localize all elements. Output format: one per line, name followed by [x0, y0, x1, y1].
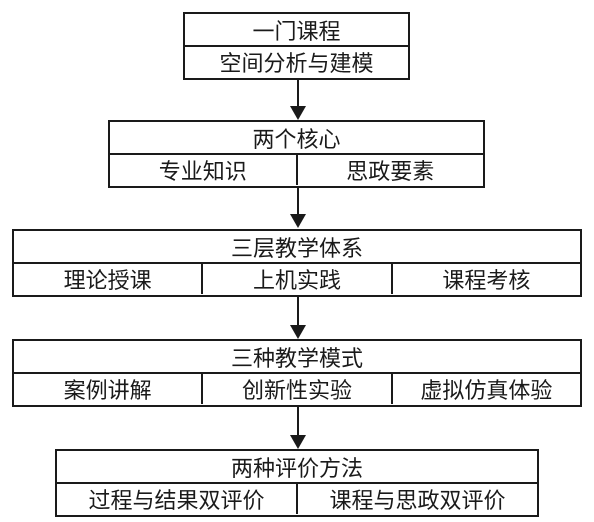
block-two-cores: 两个核心 专业知识 思政要素 [108, 120, 485, 188]
flow-arrow [290, 80, 306, 120]
block-items-row: 空间分析与建模 [185, 47, 408, 77]
block-title: 一门课程 [185, 14, 408, 47]
block-item: 过程与结果双评价 [57, 484, 298, 514]
block-three-teaching-modes: 三种教学模式 案例讲解 创新性实验 虚拟仿真体验 [12, 339, 582, 407]
block-item: 上机实践 [203, 264, 393, 294]
block-item: 专业知识 [110, 155, 298, 185]
block-title: 两个核心 [110, 122, 483, 155]
block-item: 思政要素 [346, 160, 435, 185]
flow-arrow [290, 188, 306, 228]
block-item: 创新性实验 [203, 374, 393, 404]
block-items-row: 专业知识 思政要素 [110, 155, 483, 185]
block-item: 课程考核 [442, 269, 531, 294]
flow-arrow [290, 407, 306, 449]
block-item: 课程与思政双评价 [329, 489, 506, 514]
flow-arrow [290, 297, 306, 339]
block-title: 两种评价方法 [57, 451, 537, 484]
block-items-row: 过程与结果双评价 课程与思政双评价 [57, 484, 537, 514]
block-item: 案例讲解 [14, 374, 204, 404]
block-three-layer-system: 三层教学体系 理论授课 上机实践 课程考核 [12, 229, 582, 297]
block-two-evaluation-methods: 两种评价方法 过程与结果双评价 课程与思政双评价 [55, 449, 539, 517]
block-item: 理论授课 [14, 264, 204, 294]
block-title: 三层教学体系 [14, 231, 580, 264]
block-title: 三种教学模式 [14, 341, 580, 374]
block-items-row: 理论授课 上机实践 课程考核 [14, 264, 580, 294]
block-item: 虚拟仿真体验 [420, 379, 553, 404]
block-one-course: 一门课程 空间分析与建模 [183, 12, 410, 80]
block-item: 空间分析与建模 [219, 52, 374, 77]
block-items-row: 案例讲解 创新性实验 虚拟仿真体验 [14, 374, 580, 404]
